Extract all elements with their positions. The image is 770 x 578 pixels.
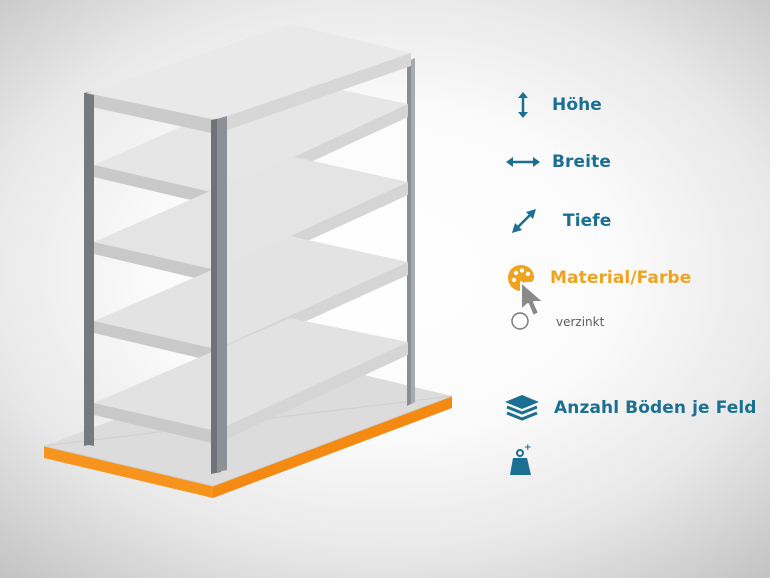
layers-icon [505,395,539,421]
option-shelves-per-bay[interactable]: Anzahl Böden je Feld [505,395,757,421]
horizontal-arrow-icon [506,157,540,167]
color-palette-icon [508,265,534,291]
mouse-pointer-icon [520,281,545,317]
option-shelves-label: Anzahl Böden je Feld [554,398,757,418]
diagonal-arrow-icon [512,209,536,233]
circle-swatch-icon[interactable] [510,311,530,331]
front-left-post [84,93,94,446]
option-material[interactable]: Material/Farbe [507,264,691,292]
shelf-level-5 [94,318,408,444]
option-height-label: Höhe [552,95,602,115]
option-height[interactable]: Höhe [515,92,602,118]
option-depth[interactable]: Tiefe [512,209,611,233]
option-material-label: Material/Farbe [550,268,692,288]
vertical-arrow-icon [518,92,528,118]
option-width-label: Breite [552,152,611,172]
weight-icon: + [510,443,532,475]
svg-text:+: + [524,443,532,453]
option-depth-label: Tiefe [563,211,612,231]
option-width[interactable]: Breite [506,152,611,172]
material-option-verzinkt[interactable]: verzinkt [556,315,605,329]
shelf-level-1 [87,24,411,134]
shelving-unit-illustration [43,24,453,498]
option-load-capacity[interactable]: + [510,442,536,476]
